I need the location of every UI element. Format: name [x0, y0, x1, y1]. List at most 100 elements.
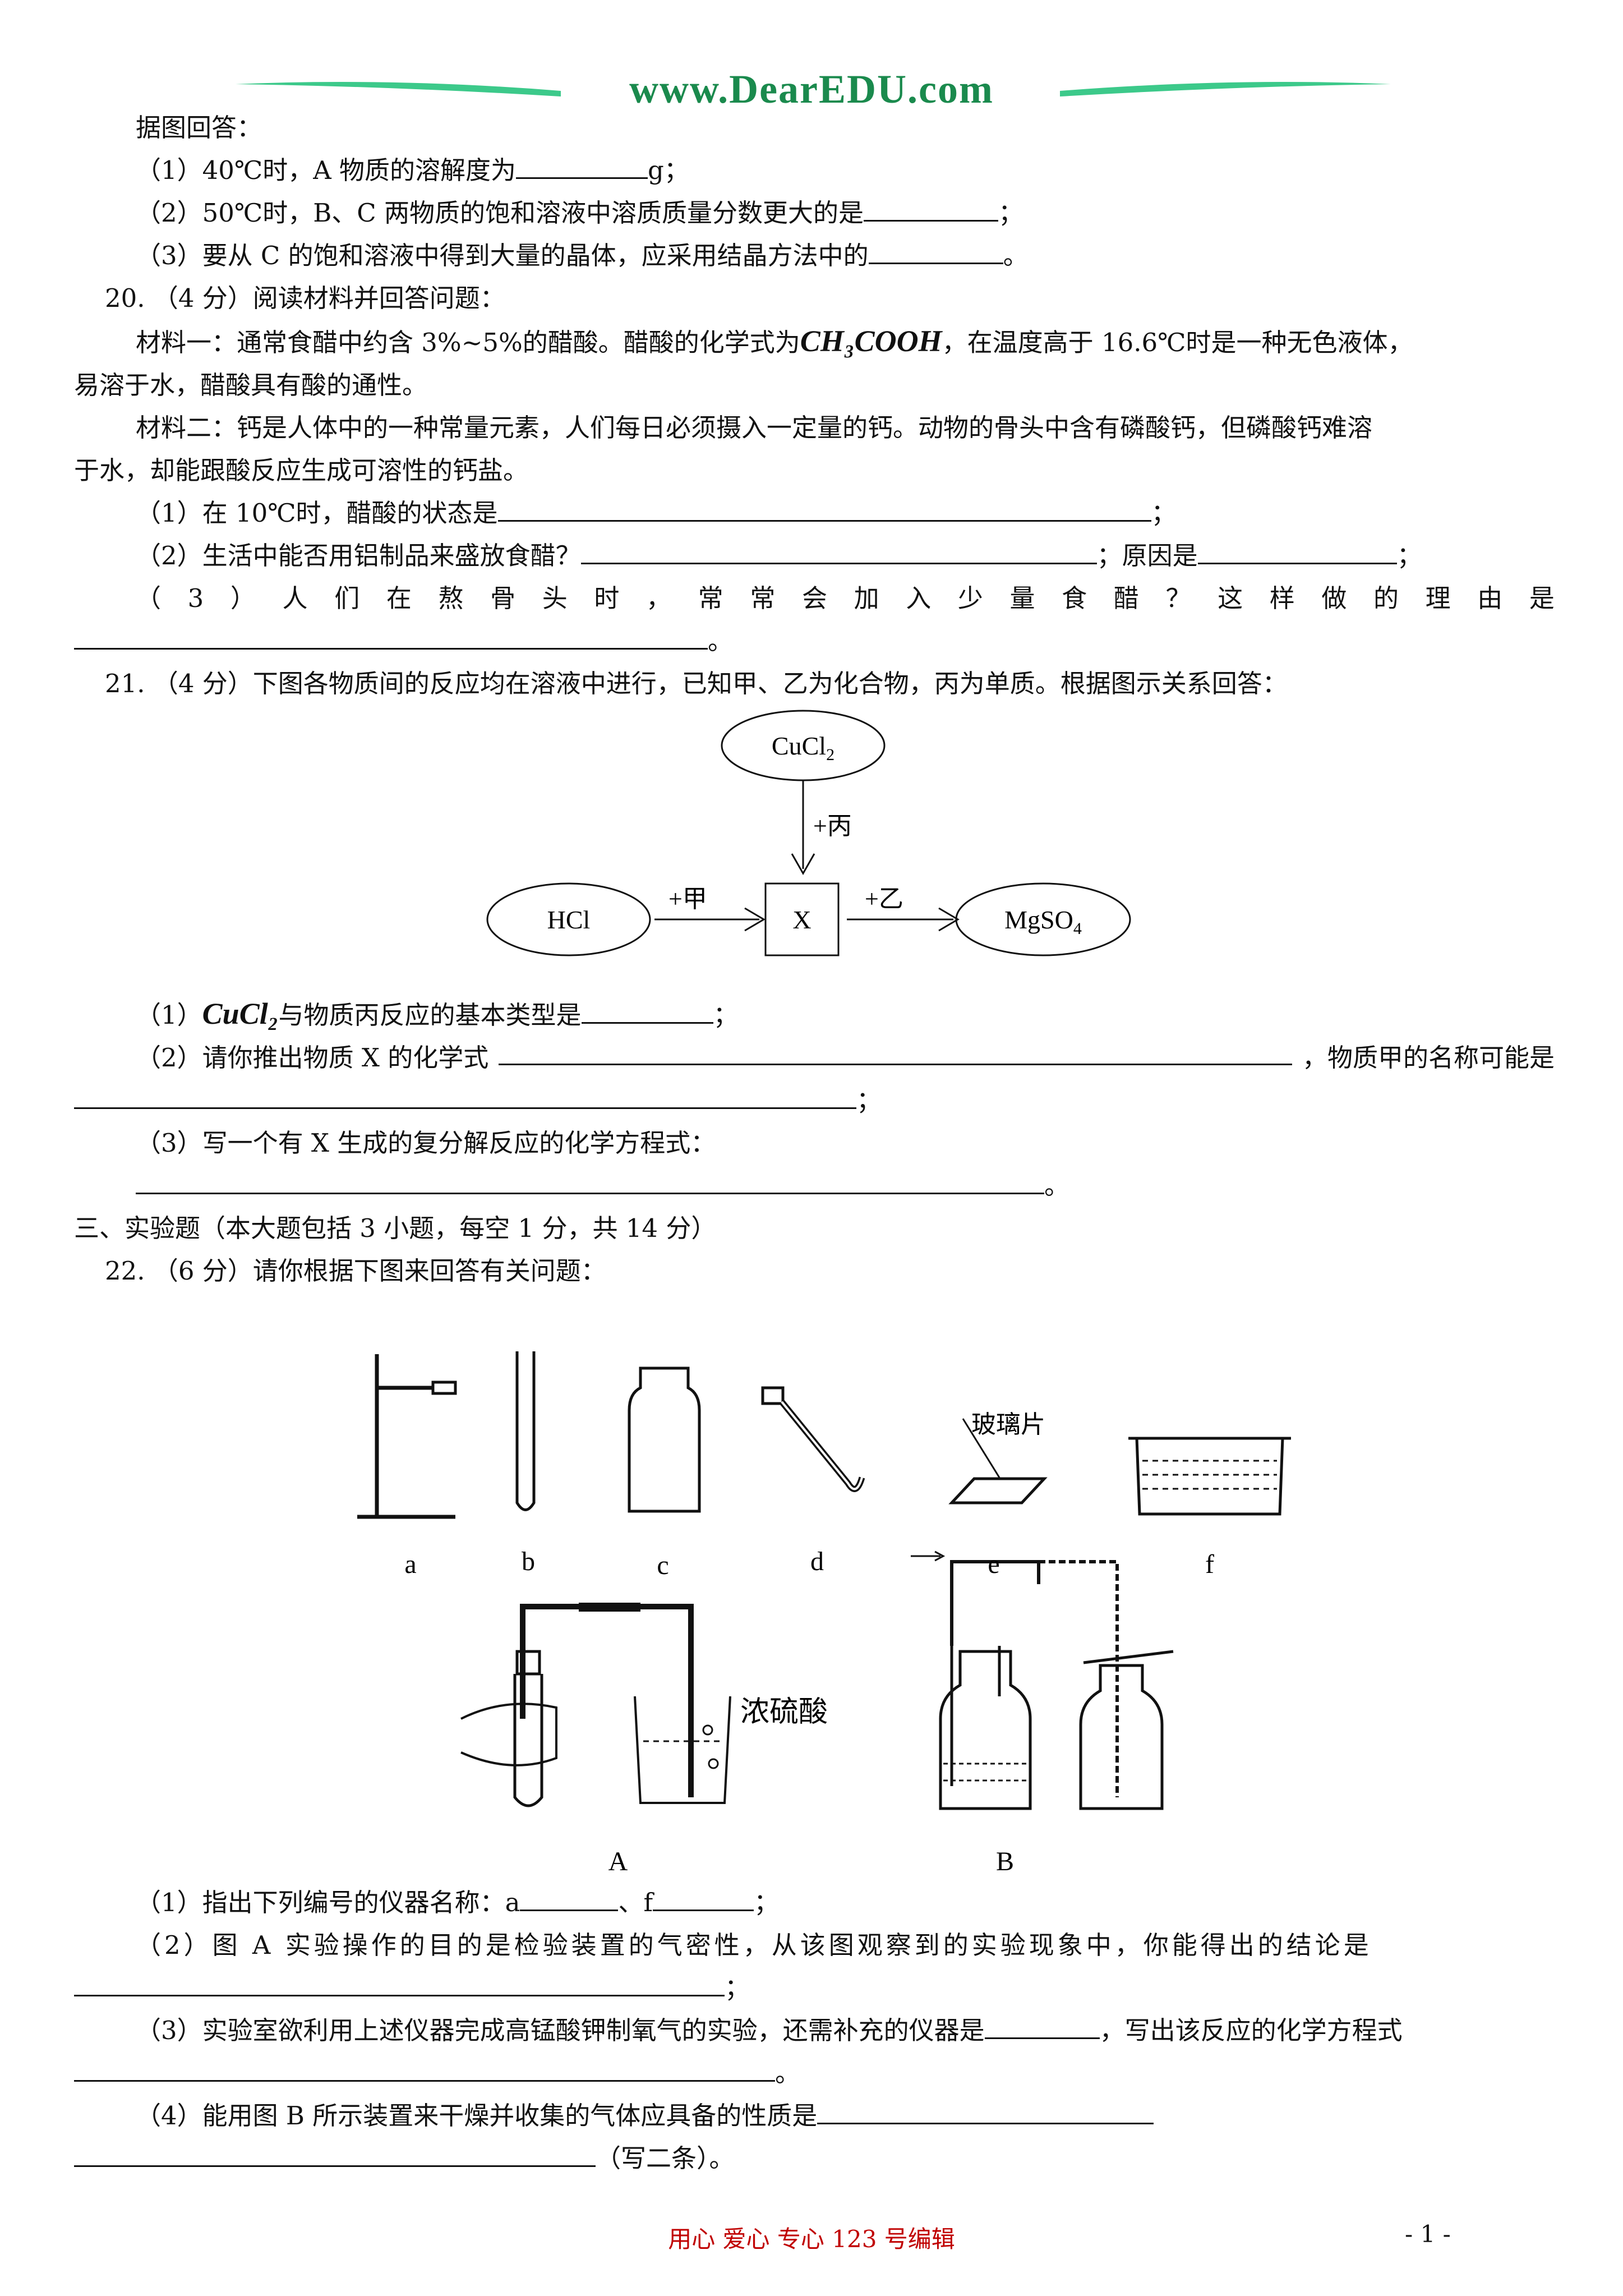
q22-sub3-cont: 。 — [74, 2052, 1555, 2095]
label-apparatus-b: B — [996, 1847, 1014, 1876]
svg-text:+甲: +甲 — [668, 885, 707, 913]
answer-blank[interactable] — [653, 1883, 754, 1911]
q20-sub3-cont: 。 — [74, 620, 1555, 662]
q20-sub3-char: 理 — [1425, 583, 1451, 613]
footer-editor-note: 用心 爱心 专心 123 号编辑 — [668, 2225, 955, 2253]
answer-blank[interactable] — [580, 536, 1097, 564]
q19-intro: 据图回答： — [136, 113, 262, 142]
q20-sub3-char: 由 — [1477, 583, 1503, 613]
answer-blank[interactable] — [74, 2053, 775, 2082]
svg-text:+丙: +丙 — [813, 812, 852, 840]
q20-sub3-char: 会 — [801, 583, 827, 613]
answer-blank[interactable] — [74, 2138, 596, 2167]
label-a: a — [404, 1549, 416, 1579]
q20-sub3-char: 量 — [1009, 583, 1035, 613]
q20-sub3-char: 头 — [542, 583, 568, 613]
q20-title: 20. （4 分）阅读材料并回答问题： — [105, 283, 505, 313]
q20-material2-cont: 于水，却能跟酸反应生成可溶性的钙盐。 — [74, 455, 529, 485]
q22-sub3: （3）实验室欲利用上述仪器完成高锰酸钾制氧气的实验，还需补充的仪器是，写出该反应… — [74, 2009, 1555, 2052]
svg-text:MgSO4: MgSO4 — [1004, 905, 1082, 938]
label-apparatus-a: A — [608, 1847, 628, 1876]
answer-blank[interactable] — [499, 1037, 1292, 1065]
q20-sub3-char: ， — [646, 583, 672, 613]
site-logo: www.DearEDU.com — [629, 67, 994, 112]
answer-blank[interactable] — [581, 995, 713, 1024]
answer-blank[interactable] — [520, 1883, 619, 1911]
reaction-diagram: CuCl2 +丙 HCl +甲 X +乙 MgSO4 — [486, 710, 1131, 956]
label-c: c — [657, 1550, 668, 1580]
q22-sub4-cont: （写二条）。 — [74, 2137, 1555, 2180]
q20-sub3-char: 人 — [282, 583, 308, 613]
q20-sub1: （1）在 10℃时，醋酸的状态是； — [74, 492, 1555, 535]
q20-sub3-char: 是 — [1529, 583, 1555, 613]
q21-sub2-cont: ； — [74, 1079, 1555, 1122]
arrow-bing: +丙 — [791, 780, 852, 876]
svg-text:CuCl2: CuCl2 — [772, 731, 834, 764]
answer-blank[interactable] — [817, 2096, 1154, 2124]
answer-blank[interactable] — [868, 236, 1003, 264]
q20-sub3-char: （ — [136, 583, 162, 613]
label-b: b — [522, 1547, 535, 1576]
apparatus-figure: 玻璃片 浓硫酸 a b c d e f A B — [357, 1351, 1291, 1876]
test-tube-b — [515, 1351, 536, 1511]
iron-stand-a — [357, 1354, 457, 1519]
apparatus-a-setup — [460, 1603, 731, 1807]
answer-blank[interactable] — [74, 1080, 856, 1109]
page-number: - 1 - — [1405, 2220, 1451, 2248]
q20-sub3-char: 入 — [906, 583, 932, 613]
q20-sub3-char: ） — [230, 583, 256, 613]
q20-sub3-char: 醋 — [1113, 583, 1139, 613]
delivery-tube-d — [761, 1386, 865, 1492]
q21-sub3: （3）写一个有 X 生成的复分解反应的化学方程式： — [136, 1128, 716, 1158]
q20-sub3-char: 的 — [1373, 583, 1399, 613]
q20-sub3-char: 食 — [1062, 583, 1087, 613]
svg-text:+乙: +乙 — [865, 885, 903, 913]
q22-sub4: （4）能用图 B 所示装置来干燥并收集的气体应具备的性质是 — [74, 2095, 1555, 2137]
answer-blank[interactable] — [74, 1968, 725, 1996]
q20-material1-cont: 易溶于水，醋酸具有酸的通性。 — [74, 370, 428, 400]
q21-sub3-cont: 。 — [74, 1165, 1555, 1207]
answer-blank[interactable] — [984, 2010, 1100, 2039]
q20-sub3-char: 骨 — [490, 583, 516, 613]
apparatus-b-setup — [911, 1550, 1174, 1810]
q20-sub3-char: 在 — [386, 583, 412, 613]
q21-sub2: （2）请你推出物质 X 的化学式，物质甲的名称可能是 — [74, 1037, 1555, 1079]
label-d: d — [810, 1547, 824, 1576]
q20-sub3-char: 样 — [1269, 583, 1295, 613]
answer-blank[interactable] — [74, 621, 708, 650]
glass-plate-label: 玻璃片 — [971, 1411, 1045, 1438]
q21-title: 21. （4 分）下图各物质间的反应均在溶液中进行，已知甲、乙为化合物，丙为单质… — [105, 669, 1288, 698]
q20-sub3-char: 做 — [1321, 583, 1347, 613]
node-hcl: HCl — [486, 882, 651, 956]
answer-blank[interactable] — [516, 150, 648, 179]
answer-blank[interactable] — [136, 1166, 1044, 1194]
q20-sub3-char: 熬 — [438, 583, 464, 613]
q20-material2: 材料二：钙是人体中的一种常量元素，人们每日必须摄入一定量的钙。动物的骨头中含有磷… — [136, 413, 1373, 443]
q20-material1: 材料一：通常食醋中约含 3%~5%的醋酸。醋酸的化学式为CH₃COOH，在温度高… — [136, 324, 1413, 358]
q20-sub2: （2）生活中能否用铝制品来盛放食醋？；原因是； — [74, 535, 1555, 577]
q22-sub1: （1）指出下列编号的仪器名称：a、f； — [74, 1881, 1555, 1924]
q21-sub1: （1）CuCl₂与物质丙反应的基本类型是； — [74, 992, 1555, 1037]
q20-sub3-char: 3 — [187, 583, 204, 613]
gas-jar-c — [628, 1366, 701, 1513]
q20-sub3-char: 常 — [698, 583, 723, 613]
answer-blank[interactable] — [497, 493, 1151, 522]
answer-blank[interactable] — [864, 193, 999, 222]
q20-sub3-char: 加 — [854, 583, 879, 613]
arrow-yi: +乙 — [847, 885, 960, 932]
node-x: X — [764, 882, 840, 956]
q19-part3: （3）要从 C 的饱和溶液中得到大量的晶体，应采用结晶方法中的。 — [74, 234, 1555, 277]
q20-sub3-char: 时 — [594, 583, 620, 613]
q22-sub2: （2）图 A 实验操作的目的是检验装置的气密性，从该图观察到的实验现象中，你能得… — [136, 1930, 1372, 1960]
q19-part2: （2）50℃时，B、C 两物质的饱和溶液中溶质质量分数更大的是； — [74, 192, 1555, 234]
svg-text:HCl: HCl — [547, 905, 591, 934]
glass-plate-e — [948, 1418, 1048, 1504]
answer-blank[interactable] — [1197, 536, 1397, 564]
section-3-title: 三、实验题（本大题包括 3 小题，每空 1 分，共 14 分） — [74, 1213, 717, 1243]
q20-sub3-char: ？ — [1165, 583, 1191, 613]
label-f: f — [1205, 1549, 1214, 1579]
q22-title: 22. （6 分）请你根据下图来回答有关问题： — [105, 1256, 606, 1286]
node-mgso4: MgSO4 — [955, 882, 1131, 956]
